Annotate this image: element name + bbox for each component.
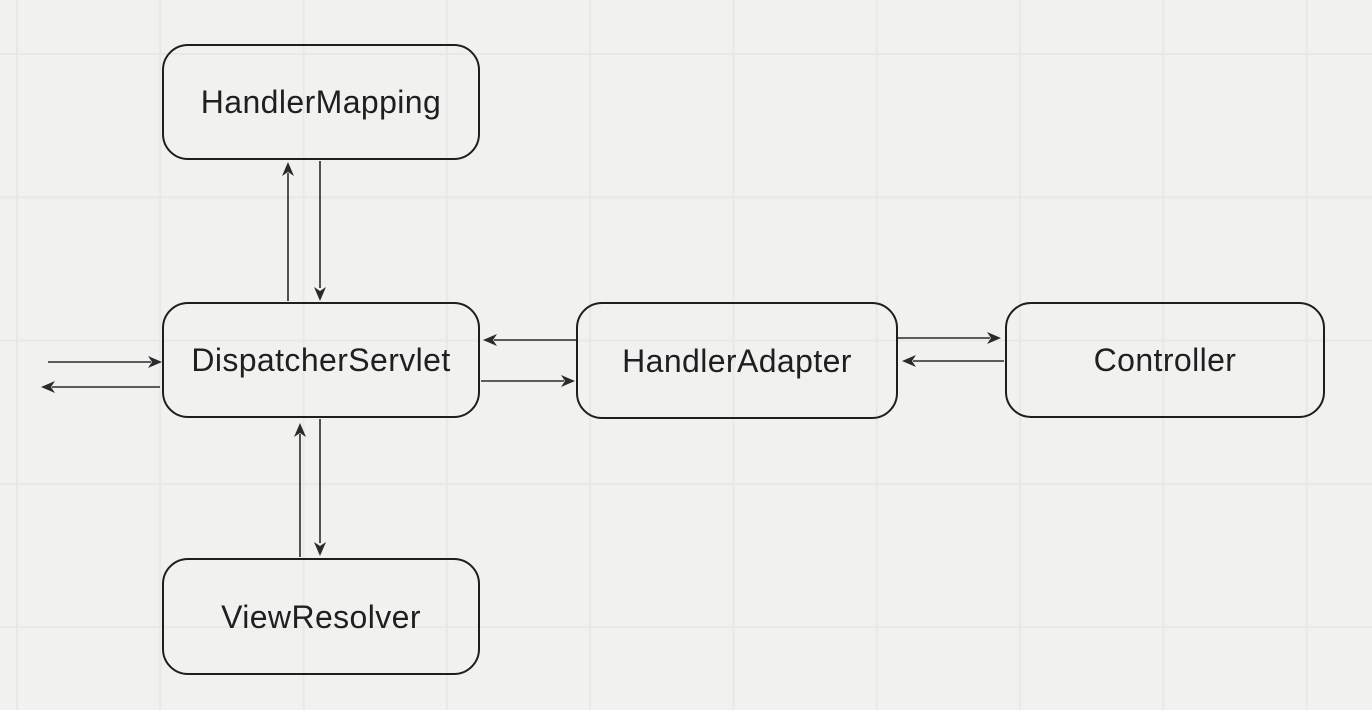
node-view-resolver-label: ViewResolver <box>221 598 421 635</box>
arrow-handler-mapping-to-dispatcher-servlet[interactable] <box>314 161 326 301</box>
arrow-handler-adapter-to-dispatcher-servlet[interactable] <box>483 334 576 346</box>
arrow-dispatcher-servlet-to-view-resolver[interactable] <box>314 419 326 556</box>
arrow-left-edge-to-dispatcher-servlet[interactable] <box>48 356 162 368</box>
arrow-handler-adapter-to-controller[interactable] <box>898 332 1001 344</box>
node-controller-label: Controller <box>1093 342 1237 378</box>
node-dispatcher-servlet-label: DispatcherServlet <box>191 342 451 378</box>
arrow-dispatcher-servlet-to-left-edge[interactable] <box>41 381 160 393</box>
node-dispatcher-servlet[interactable]: DispatcherServlet <box>162 302 480 418</box>
node-handler-adapter[interactable]: HandlerAdapter <box>576 302 898 419</box>
node-view-resolver[interactable]: ViewResolver <box>162 558 480 675</box>
arrow-controller-to-handler-adapter[interactable] <box>902 355 1004 367</box>
node-handler-adapter-label: HandlerAdapter <box>622 342 852 379</box>
arrow-dispatcher-servlet-to-handler-adapter[interactable] <box>481 375 575 387</box>
arrow-dispatcher-servlet-to-handler-mapping[interactable] <box>282 162 294 301</box>
arrow-view-resolver-to-dispatcher-servlet[interactable] <box>294 423 306 557</box>
node-handler-mapping[interactable]: HandlerMapping <box>162 44 480 160</box>
node-handler-mapping-label: HandlerMapping <box>200 84 442 120</box>
node-controller[interactable]: Controller <box>1005 302 1325 418</box>
